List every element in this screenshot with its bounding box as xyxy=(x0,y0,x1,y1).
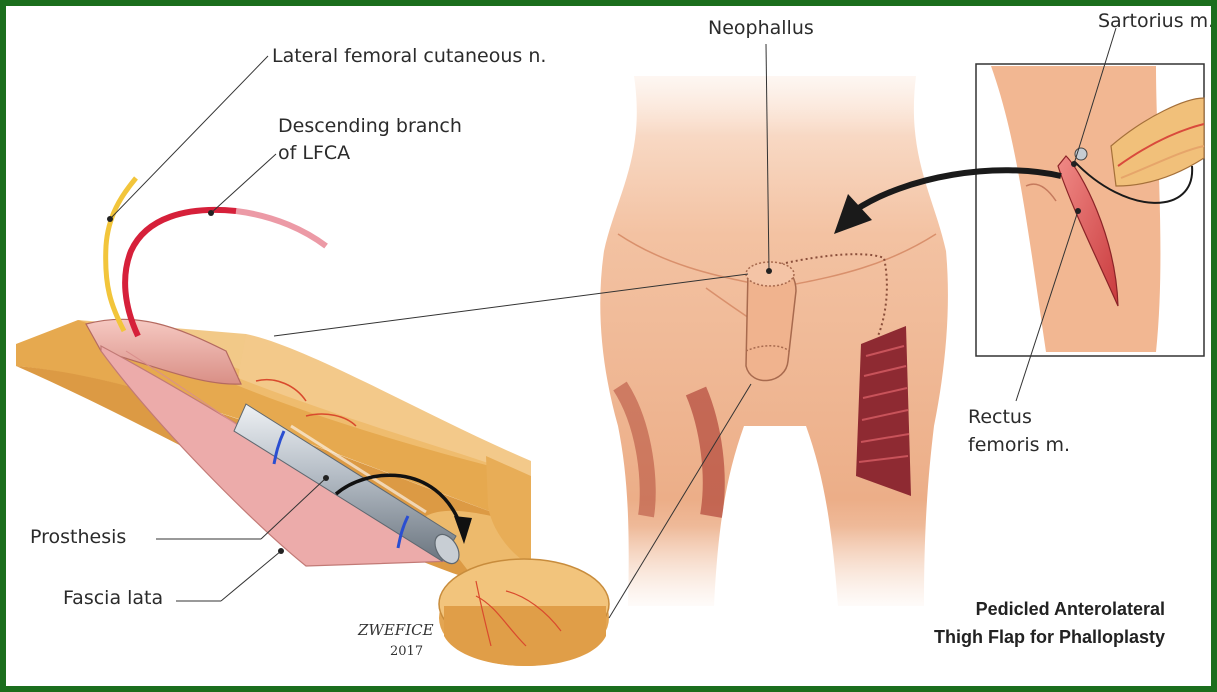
artist-signature: ZWEFICE xyxy=(358,621,434,639)
torso-illustration xyxy=(596,46,956,616)
label-fascia-lata: Fascia lata xyxy=(63,586,163,611)
label-neophallus: Neophallus xyxy=(708,16,814,41)
leader-dot-sartorius xyxy=(1071,161,1077,167)
caption-line-1: Pedicled Anterolateral xyxy=(976,596,1165,623)
label-sartorius-m: Sartorius m. xyxy=(1098,9,1214,34)
label-lateral-femoral-cutaneous-n: Lateral femoral cutaneous n. xyxy=(272,44,546,69)
label-femoris-m: femoris m. xyxy=(968,433,1070,458)
leader-dot-rectus xyxy=(1075,208,1081,214)
caption-line-2: Thigh Flap for Phalloplasty xyxy=(934,624,1165,651)
leader-dot-artery xyxy=(208,210,214,216)
illustration xyxy=(6,6,1217,692)
label-rectus: Rectus xyxy=(968,405,1032,430)
leader-dot-neophallus xyxy=(766,268,772,274)
leader-dot-nerve xyxy=(107,216,113,222)
leader-dot-prosthesis xyxy=(323,475,329,481)
leader-dot-fascia xyxy=(278,548,284,554)
label-of-lfca: of LFCA xyxy=(278,141,350,166)
label-prosthesis: Prosthesis xyxy=(30,525,126,550)
artist-signature-year: 2017 xyxy=(390,644,423,659)
thigh-inset xyxy=(976,64,1204,356)
label-descending-branch: Descending branch xyxy=(278,114,462,139)
